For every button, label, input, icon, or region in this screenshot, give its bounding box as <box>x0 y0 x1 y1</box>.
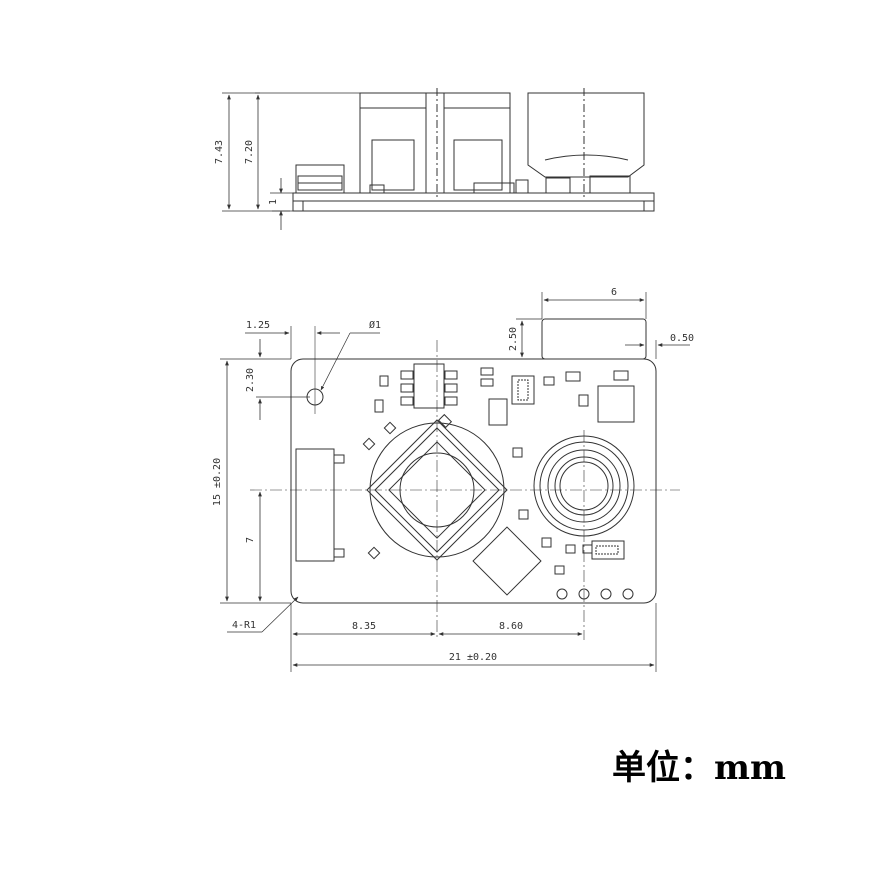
dim-hole-offset-x: 1.25 <box>246 320 270 331</box>
dim-connector-width: 6 <box>611 287 617 298</box>
dim-right-center: 8.60 <box>499 621 523 632</box>
dim-body-height: 7.20 <box>244 140 255 164</box>
sensor-chip <box>597 385 635 423</box>
dim-center-y: 7 <box>245 537 256 543</box>
ic-chip <box>413 363 445 409</box>
unit-label: 单位：mm <box>612 748 786 788</box>
dim-left-center: 8.35 <box>352 621 376 632</box>
dim-height: 15 ±0.20 <box>212 458 223 506</box>
dim-total-height: 7.43 <box>214 140 225 164</box>
side-board <box>292 192 655 212</box>
side-emitter-housing <box>527 92 645 178</box>
dim-corner-radius: 4-R1 <box>232 620 256 631</box>
top-connector-tab <box>541 318 647 360</box>
dim-hole-diameter: Ø1 <box>369 319 381 331</box>
dim-board-thickness: 1 <box>268 199 279 205</box>
top-view <box>220 292 690 672</box>
dim-connector-inset: 0.50 <box>670 333 694 344</box>
dim-hole-offset-y: 2.30 <box>245 368 256 392</box>
side-connector <box>295 448 335 562</box>
dim-connector-overhang: 2.50 <box>508 327 519 351</box>
top-board-outline <box>290 358 657 604</box>
side-view <box>222 88 655 230</box>
dim-width: 21 ±0.20 <box>449 652 497 663</box>
side-connector-left <box>295 164 345 194</box>
tilted-chip <box>472 526 542 596</box>
